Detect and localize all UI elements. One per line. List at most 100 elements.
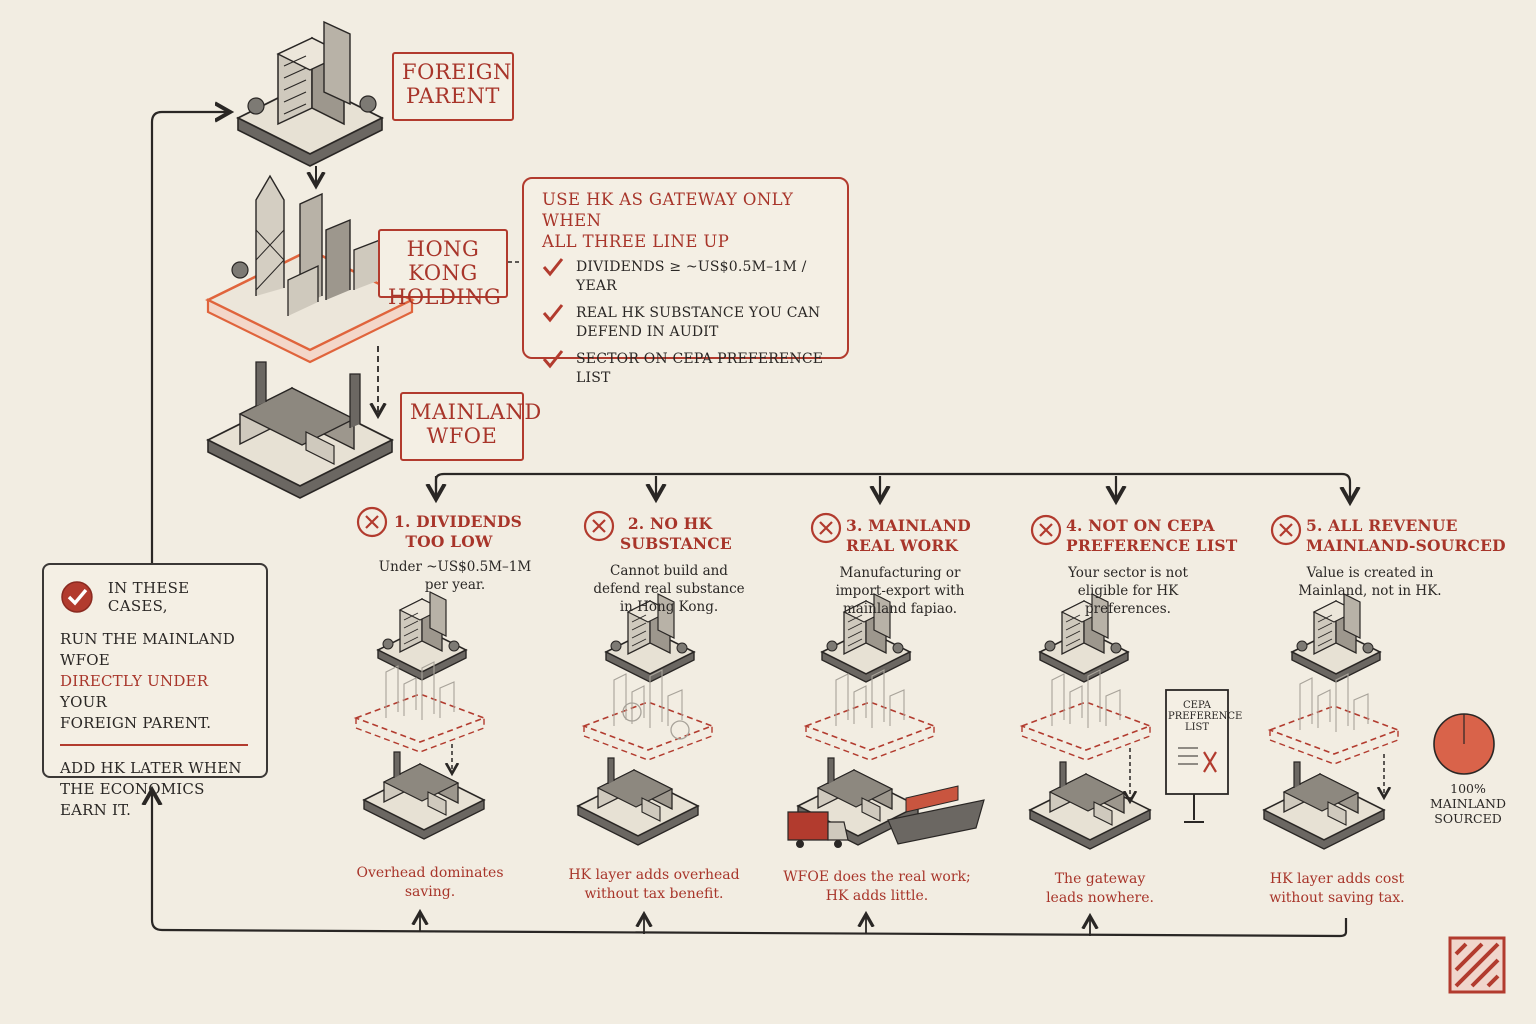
case-3-desc-line-1: Manufacturing or — [839, 565, 961, 581]
gateway-condition-2: REAL HK SUBSTANCE YOU CAN DEFEND IN AUDI… — [542, 304, 833, 342]
hong-kong-holding-label: HONG KONG HOLDING — [378, 229, 508, 309]
x-icon-5 — [1270, 514, 1302, 546]
x-icon-1 — [356, 506, 388, 538]
check-icon — [542, 350, 564, 369]
case-3-title-line-2: REAL WORK — [846, 536, 959, 555]
case-5-title: 5. ALL REVENUE MAINLAND-SOURCED — [1306, 516, 1506, 556]
case-5-outcome: HK layer adds cost without saving tax. — [1262, 870, 1412, 908]
foreign-parent-label: FOREIGN PARENT — [392, 52, 514, 121]
case-1-description: Under ~US$0.5M–1M per year. — [370, 558, 540, 594]
case-3-title-line-1: 3. MAINLAND — [846, 516, 971, 535]
case-5-title-line-1: 5. ALL REVENUE — [1306, 516, 1458, 535]
case-3-illustration — [787, 593, 985, 848]
cases-box-body: RUN THE MAINLAND WFOE DIRECTLY UNDER YOU… — [60, 629, 254, 821]
in-these-cases-box: IN THESE CASES, RUN THE MAINLAND WFOE DI… — [42, 563, 268, 819]
case-3-description: Manufacturing or import-export with main… — [812, 564, 988, 618]
wfoe-label-line-1: MAINLAND — [410, 400, 542, 424]
case-2-title-line-2: SUBSTANCE — [620, 534, 732, 553]
case-2-desc-line-2: defend real substance — [593, 581, 745, 597]
gateway-condition-2-text: REAL HK SUBSTANCE YOU CAN DEFEND IN AUDI… — [576, 304, 820, 342]
case-2-outcome: HK layer adds overhead without tax benef… — [566, 866, 742, 904]
case-3-desc-line-2: import-export with — [835, 583, 965, 599]
cases-box-header: IN THESE CASES, — [60, 579, 254, 615]
cases-box-line-3: FOREIGN PARENT. — [60, 714, 212, 732]
cases-box-divider — [60, 744, 248, 746]
ship-icon — [887, 799, 985, 845]
case-1-desc-line-2: per year. — [424, 577, 486, 593]
wfoe-label-line-2: WFOE — [426, 424, 498, 448]
foreign-parent-building — [235, 20, 385, 167]
cases-box-heading: IN THESE CASES, — [107, 579, 190, 615]
case-1-desc-line-1: Under ~US$0.5M–1M — [378, 559, 532, 575]
cepa-sign — [1165, 689, 1229, 795]
case-4-title-line-1: 4. NOT ON CEPA — [1066, 516, 1215, 535]
case-4-outcome-line-1: The gateway — [1054, 871, 1146, 887]
cases-box-line-2: DIRECTLY UNDER YOUR — [60, 671, 254, 713]
foreign-parent-label-line-2: PARENT — [406, 84, 500, 108]
branch-bus-line — [434, 472, 1350, 500]
case-2-desc-line-1: Cannot build and — [610, 563, 728, 579]
x-icon-3 — [810, 512, 842, 544]
case-2-desc-line-3: in Hong Kong. — [619, 599, 719, 615]
pie-label-line-2: MAINLAND — [1430, 796, 1506, 811]
cases-box-line-4: ADD HK LATER WHEN — [60, 759, 242, 777]
case-2-title: 2. NO HK SUBSTANCE — [620, 514, 732, 554]
case-4-title-line-2: PREFERENCE LIST — [1066, 536, 1238, 555]
case-4-title: 4. NOT ON CEPA PREFERENCE LIST — [1066, 516, 1238, 556]
case-4-desc-line-2: eligible for HK — [1077, 583, 1179, 599]
pie-label-line-3: SOURCED — [1434, 811, 1502, 826]
hatched-stamp-icon — [1448, 936, 1506, 994]
case-4-desc-line-3: preferences. — [1085, 601, 1171, 617]
x-icon-4 — [1030, 514, 1062, 546]
mainland-wfoe-factory — [205, 361, 395, 499]
gateway-title-line-2: ALL THREE LINE UP — [542, 232, 730, 251]
mainland-wfoe-label: MAINLAND WFOE — [400, 392, 542, 461]
case-1-outcome: Overhead dominates saving. — [350, 864, 510, 902]
foreign-parent-label-line-1: FOREIGN — [402, 60, 512, 84]
cepa-sign-line-2: PREFERENCE — [1168, 711, 1243, 722]
case-5-outcome-line-2: without saving tax. — [1269, 890, 1405, 906]
cepa-sign-line-3: LIST — [1184, 722, 1210, 733]
cases-box-line-5: THE ECONOMICS EARN IT. — [60, 780, 205, 819]
case-3-title: 3. MAINLAND REAL WORK — [846, 516, 971, 556]
case-4-outcome: The gateway leads nowhere. — [1040, 870, 1160, 908]
case-5-desc-line-1: Value is created in — [1306, 565, 1434, 581]
case-1-title: 1. DIVIDENDS TOO LOW — [394, 512, 522, 552]
gateway-condition-3-line-1: SECTOR ON CEPA PREFERENCE LIST — [576, 351, 824, 386]
gateway-condition-3-text: SECTOR ON CEPA PREFERENCE LIST — [576, 350, 833, 388]
gateway-condition-2-line-1: REAL HK SUBSTANCE YOU CAN — [576, 305, 821, 321]
cases-box-line-1: RUN THE MAINLAND WFOE — [60, 630, 236, 669]
case-3-outcome: WFOE does the real work; HK adds little. — [782, 868, 972, 906]
gateway-condition-1-text: DIVIDENDS ≥ ~US$0.5M–1M / YEAR — [576, 258, 833, 296]
cepa-x-icon — [1203, 751, 1217, 773]
case-5-outcome-line-1: HK layer adds cost — [1269, 871, 1405, 887]
case-2-illustration — [577, 593, 713, 846]
gateway-conditions-box: USE HK AS GATEWAY ONLY WHEN ALL THREE LI… — [522, 177, 849, 386]
case-4-desc-line-1: Your sector is not — [1068, 565, 1188, 581]
cases-box-line-2-rest: YOUR — [60, 693, 107, 711]
check-icon — [542, 258, 564, 277]
case-1-illustration — [355, 591, 485, 840]
pie-label: 100% MAINLAND SOURCED — [1428, 781, 1508, 826]
case-1-outcome-line-2: saving. — [404, 884, 456, 900]
checkmark-badge-icon — [61, 581, 93, 613]
hk-label-line-1: HONG KONG — [406, 237, 480, 285]
case-3-outcome-line-2: HK adds little. — [825, 888, 929, 904]
case-2-title-line-1: 2. NO HK — [627, 514, 713, 533]
loop-bottom-line — [152, 792, 1348, 938]
gateway-condition-3: SECTOR ON CEPA PREFERENCE LIST — [542, 350, 833, 388]
cepa-sign-text: CEPA PREFERENCE LIST — [1168, 700, 1243, 733]
case-5-desc-line-2: Mainland, not in HK. — [1298, 583, 1442, 599]
mainland-sourced-pie — [1433, 713, 1495, 775]
case-5-description: Value is created in Mainland, not in HK. — [1282, 564, 1458, 600]
truck-icon — [787, 811, 829, 841]
gateway-title-line-1: USE HK AS GATEWAY ONLY WHEN — [542, 190, 794, 230]
pie-label-line-1: 100% — [1450, 781, 1486, 796]
x-icon-2 — [583, 510, 615, 542]
hk-label-line-2: HOLDING — [388, 285, 502, 309]
cases-box-highlight: DIRECTLY UNDER — [60, 672, 209, 690]
loop-left-up-line — [150, 112, 228, 563]
cepa-sign-line-1: CEPA — [1183, 700, 1211, 711]
hong-kong-holding-city — [205, 174, 415, 364]
